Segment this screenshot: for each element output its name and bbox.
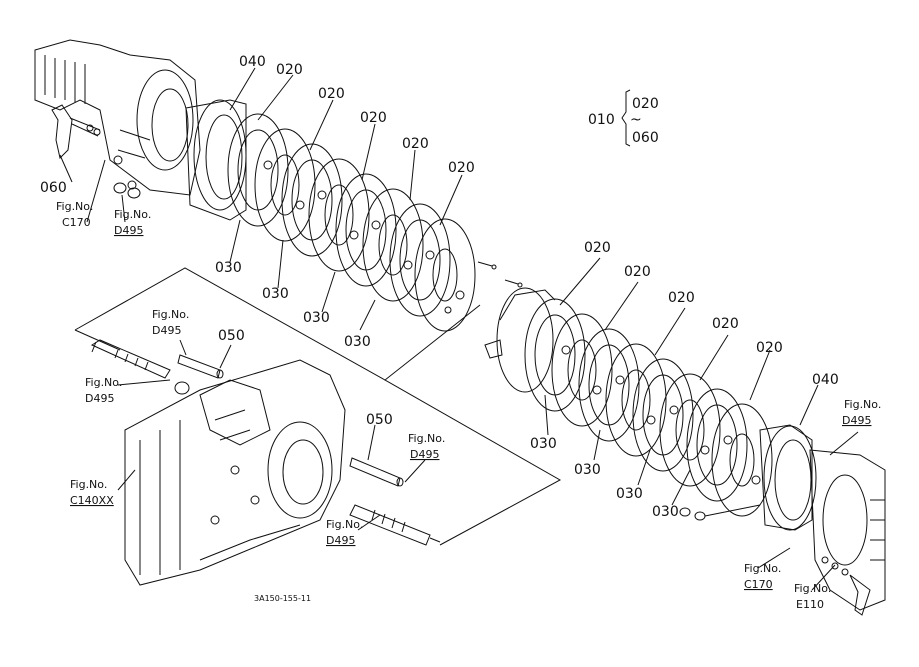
clutch-disc-icon xyxy=(308,158,370,272)
fig-ref-c170-left: C170 xyxy=(62,216,91,229)
part-030-upper-4: 030 xyxy=(344,334,371,350)
drawing-code: 3A150-155-11 xyxy=(254,594,311,603)
leader-lines xyxy=(59,67,859,591)
fig-label-c140xx: Fig.No. xyxy=(70,478,107,491)
part-020-upper-1: 020 xyxy=(276,62,303,78)
left-clutch-housing-icon xyxy=(34,39,201,196)
clutch-disc-icon xyxy=(605,343,667,457)
clutch-plate-icon xyxy=(686,388,748,502)
fig-label-d495-mid: Fig.No. xyxy=(408,432,445,445)
part-020-upper-4: 020 xyxy=(402,136,429,152)
fig-label-e110: Fig.No. xyxy=(794,582,831,595)
lever-icon xyxy=(51,104,101,159)
piston-icon xyxy=(484,287,556,393)
fig-ref-d495-left: D495 xyxy=(114,224,143,237)
part-020-upper-3: 020 xyxy=(360,110,387,126)
fig-label-d495-right: Fig.No. xyxy=(844,398,881,411)
part-040-upper: 040 xyxy=(239,54,266,70)
nut-icon xyxy=(113,182,141,199)
clutch-disc-icon xyxy=(254,128,316,242)
fig-label-d495-left-mid: Fig.No. xyxy=(85,376,122,389)
fig-ref-d495-right: D495 xyxy=(842,414,871,427)
clutch-disc-icon xyxy=(551,313,613,427)
clutch-plate-icon xyxy=(389,203,451,317)
part-030-lower-3: 030 xyxy=(616,486,643,502)
legend-from: 020 xyxy=(632,96,659,112)
fig-label-c170-right: Fig.No. xyxy=(744,562,781,575)
legend-brace xyxy=(621,89,631,147)
part-030-upper-1: 030 xyxy=(215,260,242,276)
part-040-lower: 040 xyxy=(812,372,839,388)
part-030-lower-2: 030 xyxy=(574,462,601,478)
shaft-icon xyxy=(90,339,190,395)
part-020-lower-2: 020 xyxy=(624,264,651,280)
fig-ref-c170-right: C170 xyxy=(744,578,773,591)
part-030-upper-3: 030 xyxy=(303,310,330,326)
clutch-plates-lower xyxy=(524,298,773,517)
part-060: 060 xyxy=(40,180,67,196)
pin-icon xyxy=(177,354,224,379)
fig-label-d495-shaft: Fig.No. xyxy=(152,308,189,321)
legend-code: 010 xyxy=(588,112,615,128)
part-030-lower-1: 030 xyxy=(530,436,557,452)
part-020-lower-4: 020 xyxy=(712,316,739,332)
part-030-upper-2: 030 xyxy=(262,286,289,302)
fig-label-d495-bottom: Fig.No. xyxy=(326,518,363,531)
clutch-disc-icon xyxy=(659,373,721,487)
legend-tilde: ~ xyxy=(630,112,642,128)
part-050-lower: 050 xyxy=(366,412,393,428)
part-030-lower-4: 030 xyxy=(652,504,679,520)
fig-label-c170-left: Fig.No. xyxy=(56,200,93,213)
legend-to: 060 xyxy=(632,130,659,146)
fig-ref-d495-bottom: D495 xyxy=(326,534,355,547)
fig-ref-d495-shaft: D495 xyxy=(152,324,181,337)
pin-icon xyxy=(349,457,404,487)
part-020-lower-1: 020 xyxy=(584,240,611,256)
fig-ref-c140xx: C140XX xyxy=(70,494,114,507)
fig-ref-d495-mid: D495 xyxy=(410,448,439,461)
clutch-housing-040b-icon xyxy=(759,424,817,531)
part-020-lower-5: 020 xyxy=(756,340,783,356)
fig-ref-e110: E110 xyxy=(796,598,824,611)
clutch-disc-icon xyxy=(414,218,476,332)
fig-ref-d495-left-mid: D495 xyxy=(85,392,114,405)
shaft-icon xyxy=(349,504,441,546)
transmission-case-icon xyxy=(124,359,346,586)
part-020-upper-2: 020 xyxy=(318,86,345,102)
part-020-lower-3: 020 xyxy=(668,290,695,306)
part-050-upper: 050 xyxy=(218,328,245,344)
clutch-disc-icon xyxy=(362,188,424,302)
clutch-housing-040a-icon xyxy=(185,99,247,221)
right-clutch-housing-icon xyxy=(809,449,886,616)
part-020-upper-5: 020 xyxy=(448,160,475,176)
clutch-disc-icon xyxy=(711,403,773,517)
fig-label-d495-left: Fig.No. xyxy=(114,208,151,221)
clutch-plates-upper xyxy=(227,113,476,332)
